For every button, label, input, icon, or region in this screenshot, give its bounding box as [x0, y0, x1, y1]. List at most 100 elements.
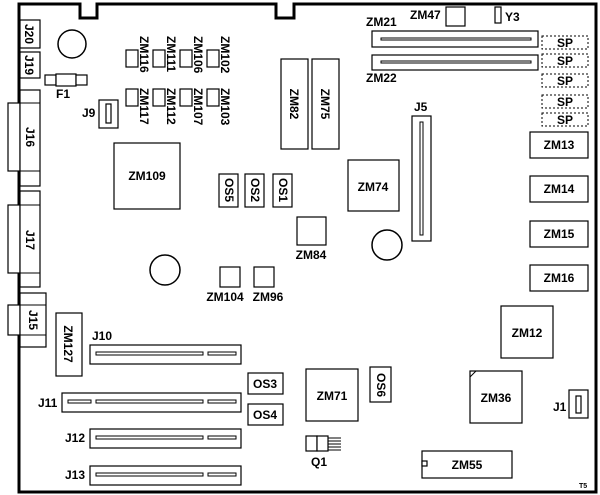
sp-slot: SP [541, 53, 589, 68]
label-zm111: ZM111 [164, 36, 178, 72]
label-zm106: ZM106 [191, 36, 205, 74]
label-j11: J11 [38, 396, 58, 410]
chip-zm15: ZM15 [529, 220, 589, 248]
chip-zm12: ZM12 [500, 305, 554, 359]
chip-zm111: ZM111 [152, 36, 178, 72]
label-os6: OS6 [374, 373, 388, 397]
label-zm74: ZM74 [358, 180, 389, 194]
chip-zm127: ZM127 [55, 312, 83, 377]
chip-zm107: ZM107 [179, 88, 205, 126]
label-zm102: ZM102 [218, 36, 232, 74]
label-zm107: ZM107 [191, 88, 205, 126]
label-zm75: ZM75 [318, 89, 332, 120]
label-zm117: ZM117 [137, 88, 151, 125]
chip-zm84 [296, 216, 327, 246]
svg-text:SP: SP [557, 74, 573, 88]
label-j12: J12 [65, 431, 85, 445]
chip-zm74: ZM74 [347, 159, 400, 212]
label-zm55: ZM55 [452, 458, 483, 472]
jumper-j9: J9 [82, 99, 119, 129]
label-zm104: ZM104 [206, 290, 244, 304]
label-zm71: ZM71 [317, 389, 348, 403]
label-zm109: ZM109 [128, 169, 166, 183]
label-j19: J19 [22, 55, 36, 75]
chip-zm103: ZM103 [206, 88, 232, 126]
battery-icon [371, 229, 403, 261]
svg-text:SP: SP [557, 54, 573, 68]
label-zm15: ZM15 [544, 227, 575, 241]
label-zm84: ZM84 [296, 248, 327, 262]
fuse-f1: F1 [44, 73, 88, 101]
chip-zm106: ZM106 [179, 36, 205, 74]
chip-zm102: ZM102 [206, 36, 232, 74]
label-j5: J5 [414, 100, 428, 114]
label-zm36: ZM36 [481, 391, 512, 405]
label-j9: J9 [82, 106, 96, 120]
crystal-y3 [494, 6, 502, 24]
label-os5: OS5 [222, 178, 236, 202]
oscillator-os4: OS4 [247, 403, 284, 426]
label-os2: OS2 [248, 178, 262, 202]
label-j17: J17 [23, 230, 37, 250]
label-zm21: ZM21 [366, 15, 397, 29]
memory-slot-zm22 [371, 54, 539, 71]
label-os4: OS4 [253, 408, 277, 422]
label-f1: F1 [56, 87, 70, 101]
label-zm127: ZM127 [61, 325, 75, 363]
slot-j12 [89, 428, 242, 449]
sp-slot: SP [541, 73, 589, 88]
oscillator-os1: OS1 [272, 173, 293, 208]
label-os3: OS3 [253, 377, 277, 391]
label-zm13: ZM13 [544, 138, 575, 152]
oscillator-os6: OS6 [369, 366, 392, 403]
label-zm22: ZM22 [366, 71, 397, 85]
chip-zm55: ZM55 [421, 450, 513, 479]
chip-zm14: ZM14 [529, 175, 589, 203]
chip-zm104 [219, 266, 241, 288]
label-zm47: ZM47 [410, 8, 441, 22]
label-zm96: ZM96 [253, 290, 284, 304]
label-zm12: ZM12 [512, 326, 543, 340]
chip-zm71: ZM71 [305, 368, 359, 422]
sp-slot: SP [541, 35, 589, 50]
chip-zm82: ZM82 [280, 58, 309, 150]
board-outline [17, 2, 598, 494]
connector-j19: J19 [19, 51, 41, 79]
svg-text:SP: SP [557, 95, 573, 109]
svg-text:SP: SP [557, 113, 573, 127]
chip-zm47 [445, 6, 466, 27]
label-j20: J20 [22, 24, 36, 44]
chip-zm117: ZM117 [125, 88, 151, 125]
slot-j10 [89, 344, 242, 365]
connector-j20: J20 [19, 19, 41, 49]
label-j1: J1 [553, 400, 567, 414]
jumper-j1 [568, 389, 589, 419]
memory-slot-zm21 [371, 30, 539, 48]
label-zm112: ZM112 [164, 88, 178, 125]
chip-zm116: ZM116 [125, 36, 151, 73]
oscillator-os2: OS2 [244, 173, 265, 208]
label-j15: J15 [26, 310, 40, 330]
label-j16: J16 [23, 127, 37, 147]
transistor-q1: Q1 [305, 435, 341, 469]
oscillator-os5: OS5 [218, 173, 239, 208]
label-zm14: ZM14 [544, 182, 575, 196]
label-os1: OS1 [276, 178, 290, 202]
sp-slot: SP [541, 94, 589, 109]
chip-zm16: ZM16 [529, 264, 589, 292]
chip-zm75: ZM75 [311, 58, 340, 150]
oscillator-os3: OS3 [247, 372, 284, 395]
label-zm116: ZM116 [137, 36, 151, 73]
slot-j11 [61, 392, 242, 413]
connector-j16: J16 [7, 89, 41, 187]
chip-zm13: ZM13 [529, 131, 589, 159]
chip-zm112: ZM112 [152, 88, 178, 125]
chip-zm96 [253, 266, 275, 288]
svg-text:SP: SP [557, 36, 573, 50]
connector-j17: J17 [7, 190, 41, 288]
label-zm82: ZM82 [287, 89, 301, 120]
chip-zm109: ZM109 [113, 142, 181, 210]
slot-j13 [89, 465, 242, 486]
connector-j15: J15 [7, 292, 47, 348]
